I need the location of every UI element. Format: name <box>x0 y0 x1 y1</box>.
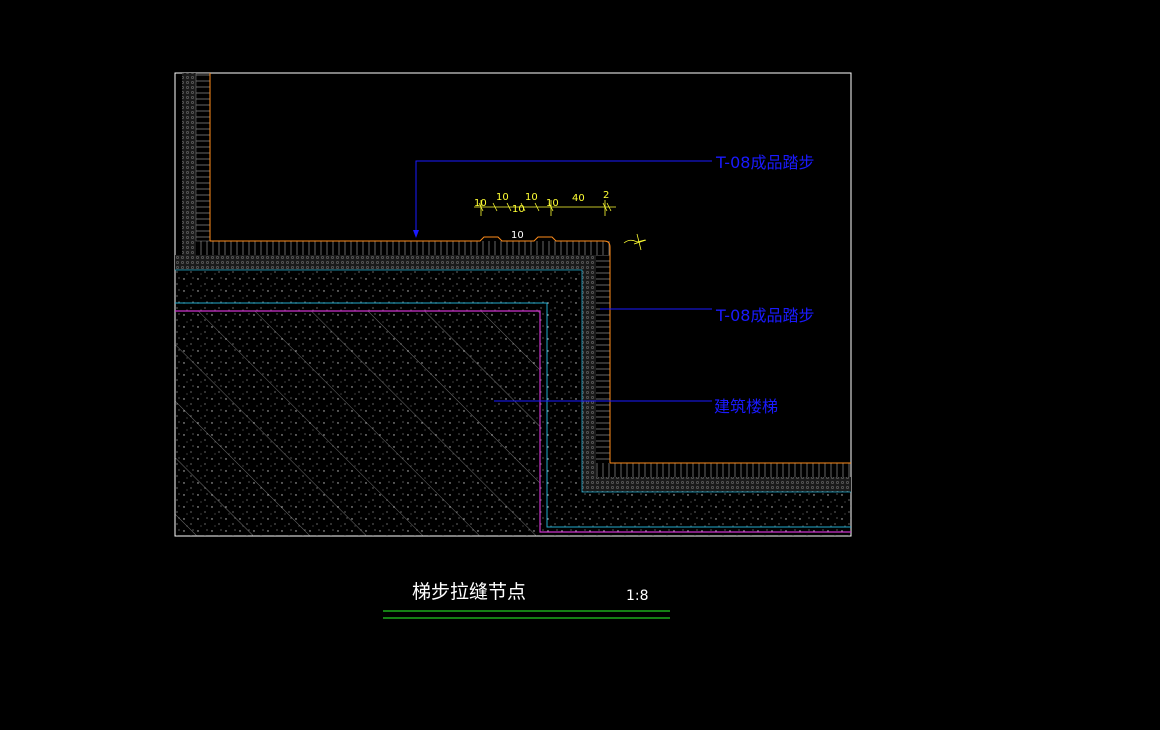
magenta-structure-line <box>175 310 851 533</box>
nosing-detail-symbol <box>623 233 647 251</box>
dim-label-5: 10 <box>546 198 559 209</box>
upper-tread-outline <box>210 236 611 255</box>
structural-stair-speckle <box>175 311 540 536</box>
lower-tread-body <box>596 463 851 477</box>
mortar-layer-riser <box>582 255 851 492</box>
wall-finish <box>195 73 211 242</box>
cyan-boundary-line-1 <box>175 302 851 528</box>
dim-label-2: 10 <box>496 192 509 203</box>
callout-tread-upper: T-08成品踏步 <box>715 153 814 172</box>
dim-label-1: 10 <box>474 198 487 209</box>
dimension-chain <box>474 200 616 216</box>
leader-arrow-1 <box>413 230 419 238</box>
riser-body <box>596 255 610 463</box>
callout-building-stair: 建筑楼梯 <box>714 397 778 416</box>
mortar-layer-wall <box>182 73 196 255</box>
dim-label-6: 40 <box>572 193 585 204</box>
drawing-title: 梯步拉缝节点 <box>412 581 526 603</box>
leveling-layer <box>175 270 851 536</box>
cyan-boundary-line-2 <box>175 269 851 493</box>
leader-lines <box>415 160 712 402</box>
dim-label-4: 10 <box>512 204 525 215</box>
mortar-layer-horizontal <box>175 255 596 270</box>
groove-dimension-label: 10 <box>511 230 524 241</box>
callout-tread-riser: T-08成品踏步 <box>715 306 814 325</box>
upper-tread-body <box>196 241 610 255</box>
drawing-scale: 1:8 <box>626 588 649 604</box>
dim-label-7: 2 <box>603 190 609 201</box>
dim-label-3: 10 <box>525 192 538 203</box>
